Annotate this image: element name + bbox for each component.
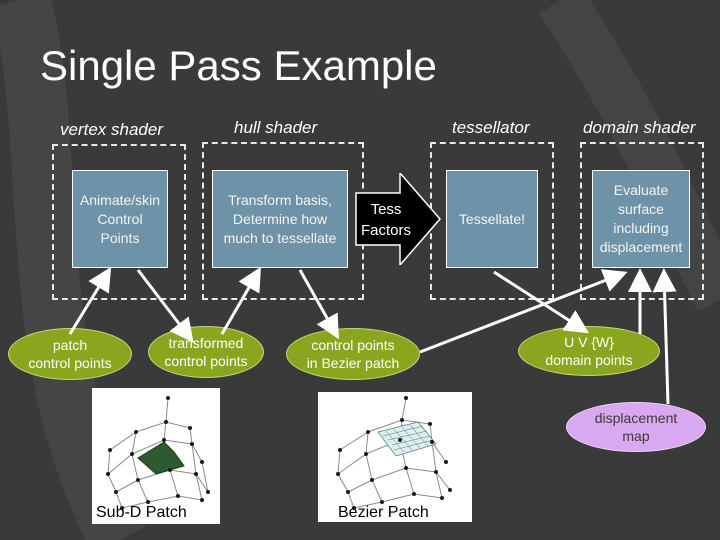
stage-label-vertex-shader: vertex shader — [60, 120, 163, 139]
subd-mesh-graphic — [106, 396, 210, 510]
bezier-patch-image: Bezier Patch — [318, 392, 472, 522]
slide-title: Single Pass Example — [40, 42, 437, 89]
tess-factors-arrow — [355, 173, 441, 265]
vertex-shader-frame — [52, 144, 186, 300]
bezier-mesh-graphic — [336, 396, 452, 510]
bezier-control-points-oval: control points in Bezier patch — [286, 328, 420, 380]
transformed-control-points-oval: transformed control points — [148, 326, 264, 378]
vertex-shader-box: Animate/skin Control Points — [72, 170, 168, 268]
stage-label-tessellator: tessellator — [452, 118, 530, 137]
hull-shader-box: Transform basis, Determine how much to t… — [212, 170, 348, 268]
subd-patch-caption: Sub-D Patch — [96, 504, 187, 521]
uvw-domain-points-oval: U V {W} domain points — [518, 326, 660, 376]
tess-factors-label: Tess Factors — [360, 201, 411, 239]
domain-shader-frame — [580, 142, 704, 300]
stage-label-domain-shader: domain shader — [583, 118, 696, 137]
subd-patch-image: Sub-D Patch — [92, 388, 220, 524]
patch-control-points-oval: patch control points — [8, 328, 132, 380]
tessellator-box: Tessellate! — [446, 170, 538, 268]
displacement-map-oval: displacement map — [566, 402, 706, 452]
bezier-patch-caption: Bezier Patch — [338, 504, 429, 521]
stage-label-hull-shader: hull shader — [234, 118, 318, 137]
domain-shader-box: Evaluate surface including displacement — [592, 170, 690, 268]
